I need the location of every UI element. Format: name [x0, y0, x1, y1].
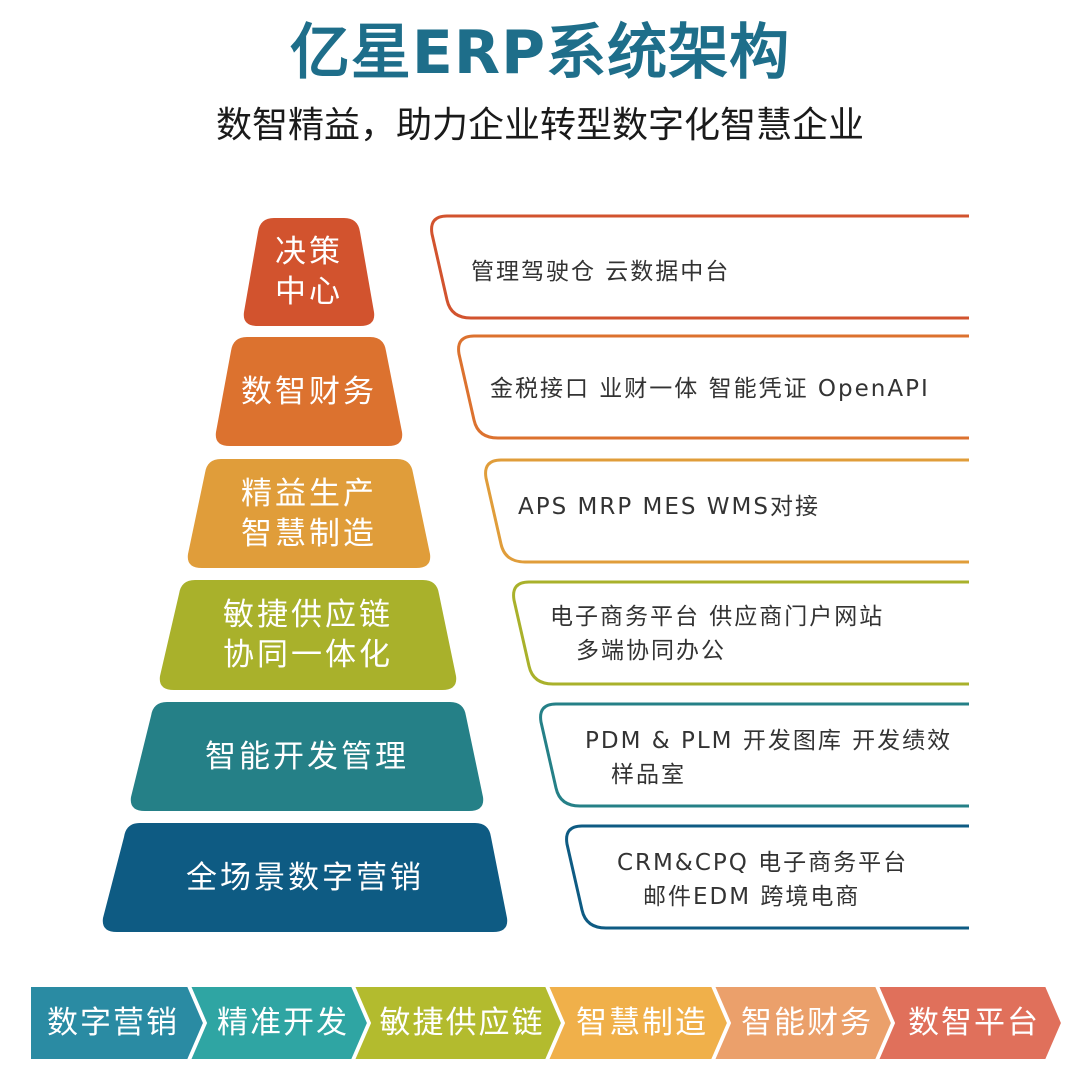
flow-chevron-marketing	[29, 985, 206, 1061]
tier-label-line: 智慧制造	[241, 515, 377, 552]
page-subtitle: 数智精益，助力企业转型数字化智慧企业	[215, 105, 864, 146]
tier-shape-decision	[243, 218, 375, 326]
detail-box-supply-chain	[512, 580, 969, 686]
detail-text-production: APS MRP MES WMS对接	[518, 490, 820, 524]
page-title: 亿星ERP系统架构	[289, 18, 791, 88]
flow-label-manufacturing: 智慧制造	[576, 1005, 708, 1041]
tier-label-line: 敏捷供应链	[223, 597, 393, 633]
tier-label-finance: 数智财务	[216, 372, 402, 412]
flow-label-supply-chain: 敏捷供应链	[379, 1005, 545, 1041]
flow-chevron-platform	[876, 985, 1064, 1061]
detail-line: APS MRP MES WMS对接	[518, 494, 820, 520]
flow-label-development: 精准开发	[217, 1005, 349, 1041]
detail-box-marketing	[565, 824, 969, 930]
detail-text-development: PDM & PLM 开发图库 开发绩效 样品室	[585, 724, 952, 792]
detail-line: 电子商务平台 供应商门户网站	[550, 604, 885, 630]
tier-shape-marketing	[102, 823, 508, 932]
tier-label-line: 协同一体化	[223, 637, 393, 673]
detail-box-decision	[430, 214, 969, 320]
tier-label-line: 精益生产	[241, 475, 377, 512]
tier-label-line: 数智财务	[241, 373, 377, 410]
detail-line: CRM&CPQ 电子商务平台	[617, 850, 909, 876]
tier-label-production: 精益生产 智慧制造	[188, 474, 430, 554]
detail-line: 金税接口 业财一体 智能凭证 OpenAPI	[490, 376, 930, 402]
detail-text-marketing: CRM&CPQ 电子商务平台 邮件EDM 跨境电商	[617, 846, 908, 914]
tier-label-decision: 决策 中心	[244, 232, 374, 312]
detail-line: 样品室	[611, 762, 686, 788]
flow-chevron-development	[188, 985, 370, 1061]
flow-chevron-finance	[712, 985, 894, 1061]
detail-text-decision: 管理驾驶仓 云数据中台	[471, 255, 730, 289]
flow-label-platform: 数智平台	[908, 1005, 1040, 1041]
flow-chevron-manufacturing	[546, 985, 730, 1061]
detail-text-finance: 金税接口 业财一体 智能凭证 OpenAPI	[490, 372, 930, 406]
flow-label-marketing: 数字营销	[47, 1005, 179, 1041]
tier-label-marketing: 全场景数字营销	[103, 858, 507, 898]
tier-label-line: 决策	[275, 234, 343, 270]
tier-label-line: 全场景数字营销	[186, 859, 424, 896]
tier-shape-production	[187, 459, 431, 568]
detail-text-supply-chain: 电子商务平台 供应商门户网站 多端协同办公	[550, 600, 884, 668]
tier-label-line: 智能开发管理	[205, 738, 409, 775]
flow-label-finance: 智能财务	[741, 1005, 873, 1041]
tier-label-development: 智能开发管理	[131, 737, 483, 777]
tier-shape-supply-chain	[159, 580, 457, 690]
tier-label-supply-chain: 敏捷供应链 协同一体化	[160, 595, 456, 675]
detail-line: 多端协同办公	[576, 638, 726, 664]
detail-box-production	[484, 458, 969, 564]
detail-line: 邮件EDM 跨境电商	[643, 884, 861, 910]
detail-box-finance	[457, 334, 969, 440]
detail-line: 管理驾驶仓 云数据中台	[471, 259, 731, 285]
tier-shape-development	[130, 702, 484, 811]
tier-shape-finance	[215, 337, 403, 446]
detail-box-development	[539, 702, 969, 808]
tier-label-line: 中心	[275, 274, 343, 310]
detail-line: PDM & PLM 开发图库 开发绩效	[585, 728, 953, 754]
flow-chevron-supply-chain	[352, 985, 564, 1061]
